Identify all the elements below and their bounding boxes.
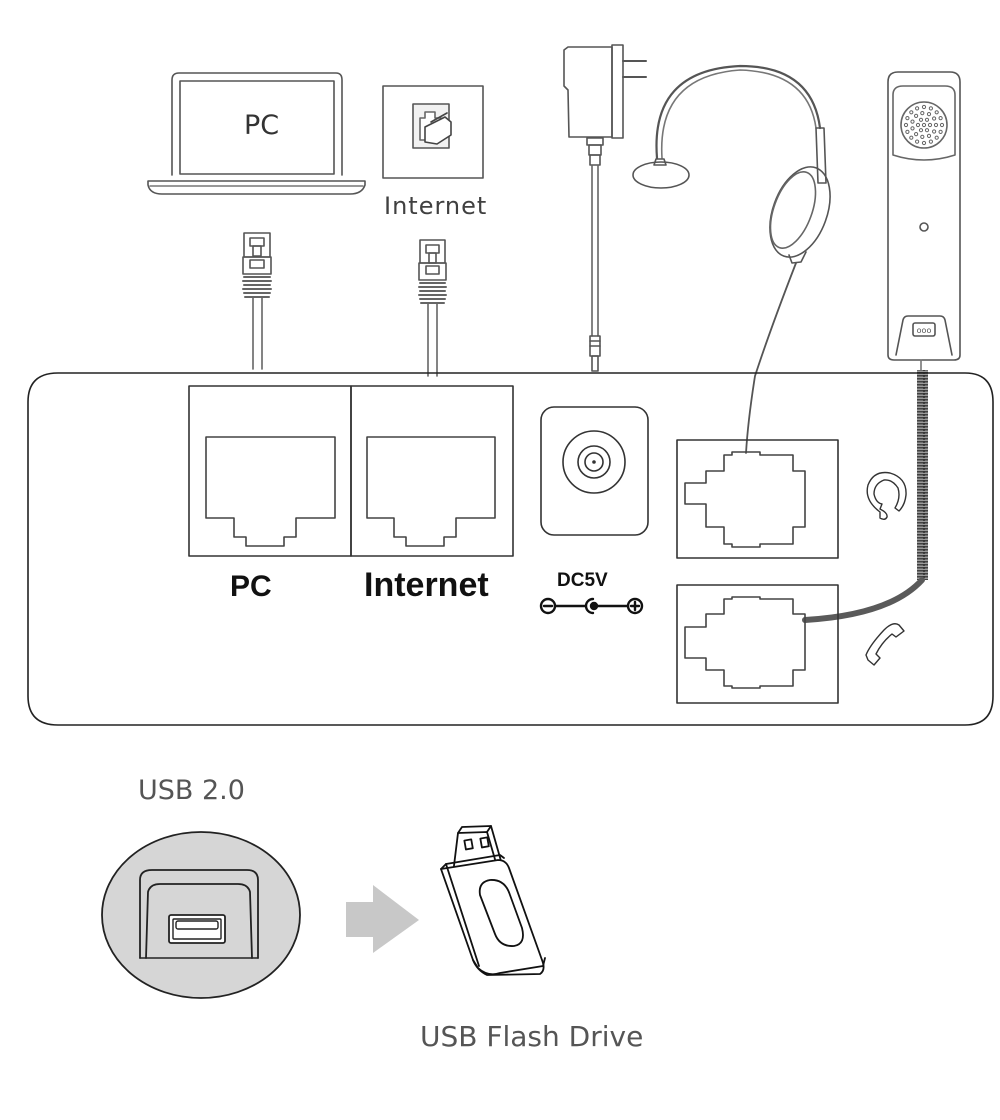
speaker-hole bbox=[934, 110, 939, 115]
handset-icon: ooo bbox=[887, 71, 961, 361]
speaker-hole bbox=[934, 135, 939, 140]
usb-flash-drive-icon bbox=[440, 825, 546, 976]
internet-port[interactable] bbox=[350, 385, 514, 557]
internet-port-label: Internet bbox=[364, 566, 489, 604]
speaker-hole bbox=[924, 128, 930, 133]
speaker-hole bbox=[924, 117, 930, 122]
speaker-hole bbox=[920, 134, 925, 139]
handset-curly-cord bbox=[802, 359, 928, 623]
pc-port[interactable] bbox=[188, 385, 352, 557]
speaker-hole bbox=[909, 110, 914, 115]
speaker-hole bbox=[910, 126, 915, 131]
usb-flash-drive-label: USB Flash Drive bbox=[420, 1020, 644, 1053]
speaker-hole bbox=[921, 104, 927, 110]
speaker-hole bbox=[932, 129, 937, 134]
speaker-hole bbox=[905, 129, 910, 134]
usb-port-closeup[interactable] bbox=[101, 831, 301, 999]
speaker-hole bbox=[921, 140, 927, 146]
speaker-holes bbox=[903, 104, 945, 146]
speaker-hole bbox=[927, 122, 933, 128]
handset-port-icon bbox=[865, 623, 905, 666]
speaker-hole bbox=[926, 133, 932, 138]
speaker-hole bbox=[928, 106, 934, 111]
speaker-hole bbox=[914, 113, 919, 119]
laptop-icon bbox=[147, 72, 366, 195]
speaker-hole bbox=[918, 128, 924, 133]
speaker-hole bbox=[909, 135, 914, 140]
wall-jack-label: Internet bbox=[384, 192, 488, 220]
speaker-hole bbox=[905, 116, 910, 121]
power-adapter-icon bbox=[563, 44, 647, 372]
pc-port-label: PC bbox=[230, 570, 272, 603]
speaker-hole bbox=[918, 117, 924, 122]
speaker-hole bbox=[903, 122, 909, 128]
speaker-hole bbox=[933, 122, 939, 128]
handset-port[interactable] bbox=[676, 584, 839, 704]
speaker-hole bbox=[910, 119, 915, 124]
polarity-symbol-icon bbox=[539, 597, 644, 615]
speaker-hole bbox=[926, 112, 932, 117]
laptop-label: PC bbox=[244, 110, 280, 141]
svg-text:ooo: ooo bbox=[917, 326, 932, 335]
dc-power-jack[interactable] bbox=[540, 406, 649, 536]
speaker-hole bbox=[915, 139, 920, 144]
arrow-right-icon bbox=[346, 885, 419, 953]
speaker-hole bbox=[932, 116, 937, 121]
power-port-label: DC5V bbox=[557, 570, 608, 591]
speaker-hole bbox=[938, 129, 943, 134]
speaker-hole bbox=[915, 106, 920, 111]
ethernet-wall-jack-icon bbox=[382, 85, 484, 179]
usb-port-label: USB 2.0 bbox=[138, 775, 245, 806]
speaker-hole bbox=[914, 132, 919, 137]
speaker-hole bbox=[939, 122, 945, 128]
speaker-hole bbox=[938, 116, 943, 121]
speaker-hole bbox=[928, 139, 934, 144]
speaker-hole bbox=[920, 111, 925, 116]
ethernet-cable-internet bbox=[418, 239, 447, 377]
headset-port-icon bbox=[866, 471, 907, 520]
headset-port[interactable] bbox=[676, 439, 839, 559]
ethernet-cable-pc bbox=[242, 232, 272, 370]
rear-panel bbox=[27, 372, 994, 726]
speaker-hole bbox=[921, 122, 927, 128]
headset-icon bbox=[632, 64, 831, 454]
speaker-hole bbox=[915, 122, 921, 128]
